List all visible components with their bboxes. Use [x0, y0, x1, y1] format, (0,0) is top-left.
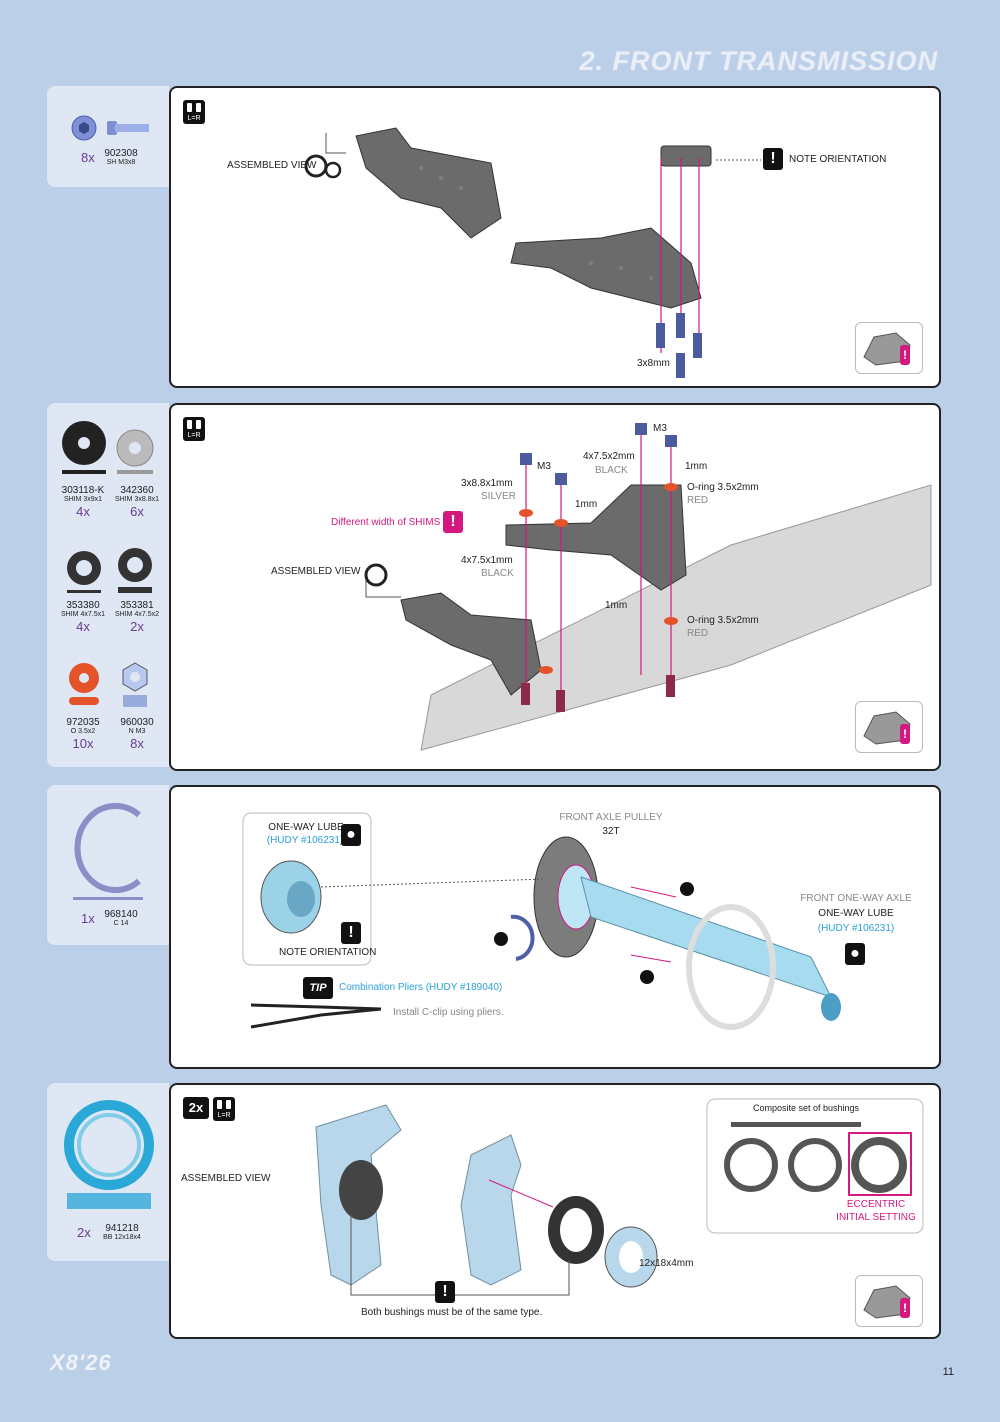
part-968140: 1x 968140 C 14 [81, 909, 138, 927]
warning-icon: ! [763, 148, 783, 170]
shim-4x7.5x2-label: 4x7.5x2mm [583, 451, 635, 462]
hudy-lube-label: (HUDY #106231) [266, 835, 344, 846]
composite-label: Composite set of bushings [752, 1103, 860, 1113]
check-car-icon: ! [855, 1275, 923, 1327]
front-bulkhead-plates-diagram [304, 127, 761, 378]
shims-warning-label: Different width of SHIMS [331, 517, 441, 528]
part-902308: 8x 902308 SH M3x8 [81, 148, 138, 166]
teeth-label: 32T [602, 826, 620, 837]
page-number: 11 [942, 1366, 954, 1378]
front-axle-pulley-diagram [242, 812, 841, 1030]
shim-icons [62, 421, 154, 707]
quantity-badge: 2x [183, 1097, 209, 1119]
1mm-label-b: 1mm [685, 461, 708, 472]
m3-label-a: M3 [537, 461, 551, 472]
bearing-icon [64, 1100, 154, 1209]
parts-sidebar-3: 1x 968140 C 14 [47, 785, 169, 945]
tip-icon: TIP [303, 977, 333, 999]
assembled-view-label: ASSEMBLED VIEW [227, 160, 317, 171]
warning-icon: ! [341, 922, 361, 944]
assembled-view-label: ASSEMBLED VIEW [181, 1173, 271, 1184]
black-label-b: BLACK [481, 568, 514, 579]
assembled-view-label: ASSEMBLED VIEW [271, 566, 361, 577]
m3-label-b: M3 [653, 423, 667, 434]
warning-icon: ! [435, 1281, 455, 1303]
axle-lube-label: ONE-WAY LUBE [818, 908, 894, 919]
pulley-label: FRONT AXLE PULLEY [559, 812, 663, 823]
step-panel-2: L=R ASSEMBLED VIEW Different width of SH… [169, 403, 941, 771]
oring-label-a: O-ring 3.5x2mm [687, 482, 759, 493]
check-car-icon: ! [855, 322, 923, 374]
note-orientation-label: NOTE ORIENTATION [279, 947, 377, 958]
shim-4x7.5x1-label: 4x7.5x1mm [461, 555, 513, 566]
oring-label-b: O-ring 3.5x2mm [687, 615, 759, 626]
note-orientation-label: NOTE ORIENTATION [789, 154, 887, 165]
lube-drop-icon: ● [845, 943, 865, 965]
warning-icon: ! [443, 511, 463, 533]
1mm-label-a: 1mm [575, 499, 598, 510]
red-label-a: RED [687, 495, 709, 506]
left-right-icon: L=R [183, 100, 205, 124]
oneway-lube-label: ONE-WAY LUBE [268, 822, 344, 833]
axle-label: FRONT ONE-WAY AXLE [800, 893, 912, 904]
shim-3x8.8-label: 3x8.8x1mm [461, 478, 513, 489]
eccentric-label: ECCENTRIC [846, 1199, 906, 1210]
check-car-icon: ! [855, 701, 923, 753]
1mm-label-c: 1mm [605, 600, 628, 611]
screw-size-label: 3x8mm [637, 358, 670, 369]
red-label-b: RED [687, 628, 709, 639]
step-panel-4: 2x L=R ASSEMBLED VIEW 12x18x4mm ! Both b… [169, 1083, 941, 1339]
bearing-size-label: 12x18x4mm [639, 1258, 694, 1269]
page-title: 2. FRONT TRANSMISSION [579, 46, 938, 76]
left-right-icon: L=R [183, 417, 205, 441]
pliers-label: Combination Pliers (HUDY #189040) [339, 982, 503, 993]
step-panel-3: ONE-WAY LUBE (HUDY #106231) ● ! NOTE ORI… [169, 785, 941, 1069]
product-logo: X8'26 [50, 1350, 112, 1375]
c-clip-icon [73, 803, 143, 900]
part-941218: 2x 941218 BB 12x18x4 [77, 1223, 141, 1241]
left-right-icon: L=R [213, 1097, 235, 1121]
silver-label: SILVER [481, 491, 516, 502]
step-panel-1: L=R ASSEMBLED VIEW ! NOTE ORIENTATION 3x… [169, 86, 941, 388]
install-label: Install C-clip using pliers. [393, 1007, 504, 1018]
screw-icon [71, 115, 149, 141]
initial-setting-label: INITIAL SETTING [836, 1212, 916, 1223]
bulkhead-bushing-diagram [315, 1098, 924, 1296]
chassis-bulkhead-diagram [364, 423, 932, 751]
parts-sidebar-1: 8x 902308 SH M3x8 [47, 86, 169, 187]
parts-sidebar-4: 2x 941218 BB 12x18x4 [47, 1083, 169, 1261]
lube-drop-icon: ● [341, 824, 361, 846]
same-type-label: Both bushings must be of the same type. [361, 1307, 543, 1318]
black-label-a: BLACK [595, 465, 628, 476]
axle-hudy-label: (HUDY #106231) [817, 923, 895, 934]
